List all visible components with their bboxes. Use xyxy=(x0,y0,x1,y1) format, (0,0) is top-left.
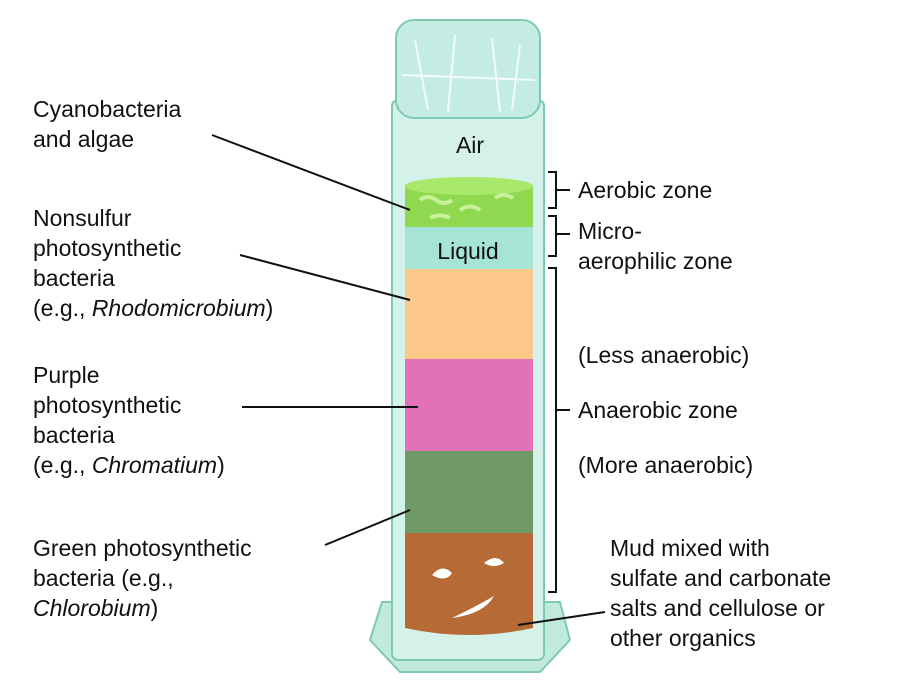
leader-nonsulfur xyxy=(239,254,411,301)
label-purple: Purple photosynthetic bacteria (e.g., Ch… xyxy=(33,360,225,480)
label-line: photosynthetic xyxy=(33,392,182,418)
bracket-microaerophilic xyxy=(548,215,570,257)
nonsulfur-layer xyxy=(405,269,533,359)
green-layer xyxy=(405,451,533,533)
cap-folds xyxy=(401,34,536,113)
label-line: Nonsulfur xyxy=(33,205,132,231)
example-prefix: (e.g., xyxy=(33,295,92,321)
label-example: Chlorobium) xyxy=(33,593,252,623)
column-cap xyxy=(395,19,541,119)
example-suffix: ) xyxy=(150,595,159,621)
mud-cellulose-2 xyxy=(484,558,504,566)
leader-mud xyxy=(517,611,606,626)
label-line: bacteria (e.g., xyxy=(33,565,174,591)
genus-rhodomicrobium: Rhodomicrobium xyxy=(91,295,266,321)
label-green: Green photosynthetic bacteria (e.g., Chl… xyxy=(33,533,252,623)
label-line: and algae xyxy=(33,126,135,152)
label-cyanobacteria: Cyanobacteria and algae xyxy=(33,94,181,154)
liquid-label: Liquid xyxy=(437,238,499,264)
label-nonsulfur: Nonsulfur photosynthetic bacteria (e.g.,… xyxy=(33,203,273,323)
label-line: Purple xyxy=(33,362,100,388)
label-line: Cyanobacteria xyxy=(33,96,182,122)
genus-chlorobium: Chlorobium xyxy=(33,595,151,621)
label-example: (e.g., Rhodomicrobium) xyxy=(33,293,273,323)
example-suffix: ) xyxy=(217,452,225,478)
label-example: (e.g., Chromatium) xyxy=(33,450,225,480)
algae-surface xyxy=(405,177,533,195)
purple-layer xyxy=(405,359,533,451)
label-line: bacteria xyxy=(33,265,115,291)
label-line: salts and cellulose or xyxy=(610,595,825,621)
label-line: bacteria xyxy=(33,422,115,448)
mud-cellulose-1 xyxy=(432,568,452,579)
label-more-anaerobic: (More anaerobic) xyxy=(578,452,754,478)
leader-cyano xyxy=(211,134,411,211)
genus-chromatium: Chromatium xyxy=(91,452,218,478)
label-line: other organics xyxy=(610,625,756,651)
label-line: sulfate and carbonate xyxy=(610,565,832,591)
label-line: Mud mixed with xyxy=(610,535,770,561)
label-anaerobic-zone: Anaerobic zone xyxy=(578,397,738,423)
mud-layer xyxy=(405,533,533,635)
label-line: Micro- xyxy=(578,218,642,244)
bracket-anaerobic xyxy=(548,267,570,593)
liquid-layer xyxy=(405,227,533,269)
label-less-anaerobic: (Less anaerobic) xyxy=(578,342,750,368)
leader-green xyxy=(324,509,411,546)
example-prefix: (e.g., xyxy=(33,452,92,478)
bracket-aerobic xyxy=(548,171,570,209)
example-suffix: ) xyxy=(265,295,274,321)
label-mud: Mud mixed with sulfate and carbonate sal… xyxy=(610,533,831,653)
label-microaerophilic-zone: Micro- aerophilic zone xyxy=(578,216,733,276)
algae-texture xyxy=(418,193,515,220)
label-line: aerophilic zone xyxy=(578,248,733,274)
air-label: Air xyxy=(455,132,485,158)
label-aerobic-zone: Aerobic zone xyxy=(578,177,713,203)
label-line: Green photosynthetic xyxy=(33,535,252,561)
label-line: photosynthetic xyxy=(33,235,182,261)
